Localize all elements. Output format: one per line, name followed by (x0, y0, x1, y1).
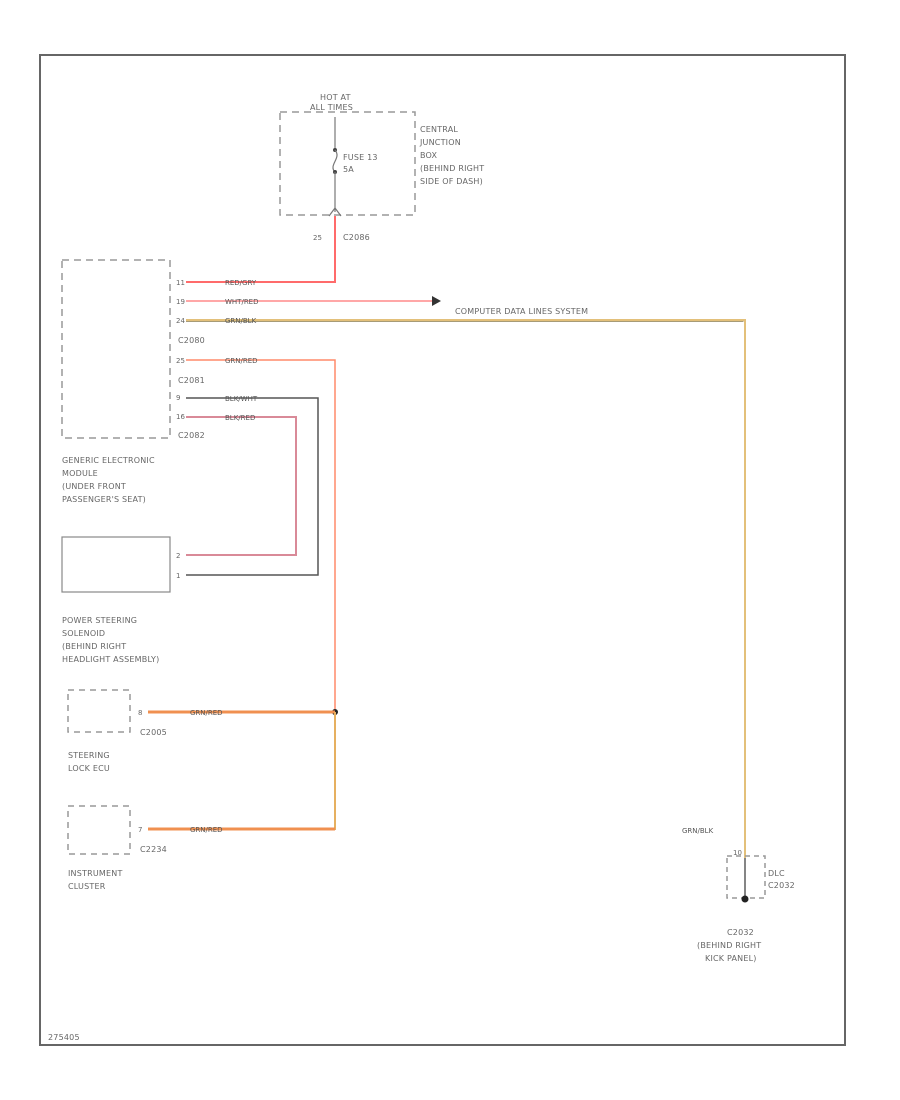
solenoid-name-2: SOLENOID (62, 629, 105, 638)
gem-pin-16: 16 (176, 413, 185, 421)
cluster-name-2: CLUSTER (68, 882, 106, 891)
gem-pin-19: 19 (176, 298, 185, 306)
wire-blk-red (186, 416, 297, 556)
wire-label-wht-red: WHT/RED (225, 298, 259, 306)
gem-outline (61, 259, 171, 439)
dlc-pin: 10 (733, 849, 742, 857)
gem-name-3: (UNDER FRONT (62, 482, 126, 491)
wire-label-red-gry: RED/GRY (225, 279, 257, 287)
dlc-name-1: DLC (768, 869, 785, 878)
wire-label-blk-wht: BLK/WHT (225, 395, 258, 403)
dlc-terminal-dot (741, 895, 749, 903)
dlc-wire-label: GRN/BLK (682, 827, 714, 835)
steering-lock-connector: C2005 (140, 728, 167, 737)
solenoid-outline (61, 536, 171, 593)
gem-connector-c2080: C2080 (178, 336, 205, 345)
wire-label-grn-red: GRN/RED (225, 357, 258, 365)
fuse-icon (332, 149, 338, 173)
steering-lock-ecu: 8 C2005 STEERING LOCK ECU (67, 689, 167, 773)
wire-blk-wht (186, 397, 319, 576)
dlc-name-2: C2032 (768, 881, 795, 890)
wire-label-steering: GRN/RED (190, 709, 223, 717)
wire-grn-blk (186, 319, 746, 858)
gem-pin-24: 24 (176, 317, 185, 325)
connector-arrow (328, 207, 342, 217)
junction-box-outline (279, 111, 416, 216)
steering-lock-pin: 8 (138, 709, 142, 717)
wire-label-blk-red: BLK/RED (225, 414, 255, 422)
wires: RED/GRY WHT/RED COMPUTER DATA LINES SYST… (148, 216, 746, 858)
data-lines-arrow-icon (432, 296, 441, 306)
gem-pin-11: 11 (176, 279, 185, 287)
gem-name-2: MODULE (62, 469, 98, 478)
cluster-outline (67, 805, 131, 855)
cluster-name-1: INSTRUMENT (68, 869, 123, 878)
data-link-connector: GRN/BLK 10 DLC C2032 C2032 (BEHIND RIGHT… (682, 827, 795, 963)
dlc-outline (726, 855, 766, 899)
central-junction-box: HOT AT ALL TIMES FUSE 13 5A CENTRAL JUNC… (279, 93, 484, 242)
junction-loc-2: JUNCTION (419, 138, 461, 147)
wire-label-cluster: GRN/RED (190, 826, 223, 834)
generic-electronic-module: GENERIC ELECTRONIC MODULE (UNDER FRONT P… (61, 259, 205, 504)
gem-connector-c2082: C2082 (178, 431, 205, 440)
steering-lock-outline (67, 689, 131, 733)
cluster-pin: 7 (138, 826, 142, 834)
dlc-loc-2: (BEHIND RIGHT (697, 941, 761, 950)
gem-pin-9: 9 (176, 394, 180, 402)
diagram-code: 275405 (48, 1033, 80, 1042)
solenoid-name-3: (BEHIND RIGHT (62, 642, 126, 651)
wire-grn-red-main (186, 359, 336, 712)
gem-pin-25: 25 (176, 357, 185, 365)
wire-label-grn-blk: GRN/BLK (225, 317, 257, 325)
fuse-connector-label: C2086 (343, 233, 370, 242)
steering-lock-name-1: STEERING (68, 751, 110, 760)
dlc-loc-3: KICK PANEL) (705, 954, 757, 963)
steering-lock-name-2: LOCK ECU (68, 764, 110, 773)
hot-at-label: HOT AT (320, 93, 351, 102)
solenoid-pin-2: 2 (176, 552, 180, 560)
solenoid-name-1: POWER STEERING (62, 616, 137, 625)
gem-name-1: GENERIC ELECTRONIC (62, 456, 155, 465)
junction-loc-4: (BEHIND RIGHT (420, 164, 484, 173)
junction-loc-1: CENTRAL (420, 125, 458, 134)
solenoid-pin-1: 1 (176, 572, 180, 580)
gem-name-4: PASSENGER'S SEAT) (62, 495, 146, 504)
fuse-pin-number: 25 (313, 234, 322, 242)
solenoid-name-4: HEADLIGHT ASSEMBLY) (62, 655, 159, 664)
instrument-cluster: 7 C2234 INSTRUMENT CLUSTER (67, 805, 167, 891)
wire-red-gry (186, 216, 336, 283)
all-times-label: ALL TIMES (310, 103, 353, 112)
diagram-frame (39, 54, 846, 1046)
dlc-loc-1: C2032 (727, 928, 754, 937)
fuse-rating: 5A (343, 165, 354, 174)
junction-loc-3: BOX (420, 151, 438, 160)
junction-loc-5: SIDE OF DASH) (420, 177, 483, 186)
fuse-label: FUSE 13 (343, 153, 378, 162)
gem-connector-c2081: C2081 (178, 376, 205, 385)
computer-data-lines-label: COMPUTER DATA LINES SYSTEM (455, 307, 588, 316)
wire-grn-red-cluster (148, 712, 336, 830)
power-steering-solenoid: 2 1 POWER STEERING SOLENOID (BEHIND RIGH… (61, 536, 180, 664)
cluster-connector: C2234 (140, 845, 167, 854)
